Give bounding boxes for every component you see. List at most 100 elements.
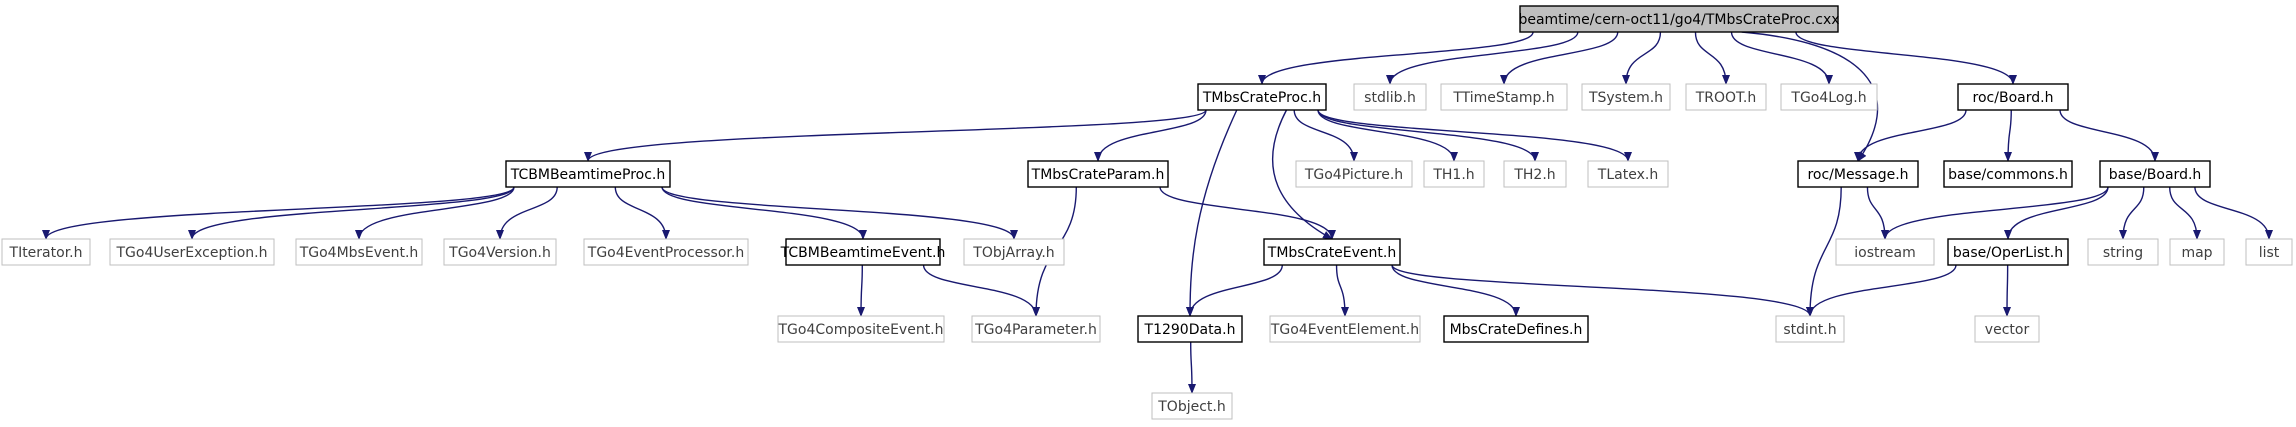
node-box-list (2245, 238, 2293, 266)
node-box-th1 (1423, 160, 1485, 188)
node-label-stdint: stdint.h (1783, 322, 1836, 338)
node-box-troot (1685, 83, 1767, 111)
node-label-tgo4mbsevent: TGo4MbsEvent.h (299, 245, 419, 261)
node-box-string (2087, 238, 2159, 266)
node-ttimestamp: TTimeStamp.h (1440, 83, 1568, 111)
node-box-tmbsevent (1263, 238, 1401, 266)
node-box-tgo4evelem (1269, 315, 1421, 343)
node-box-ttimestamp (1440, 83, 1568, 111)
node-basecommons[interactable]: base/commons.h (1943, 160, 2073, 188)
node-box-tgo4compevent (777, 315, 945, 343)
node-tmbsparam[interactable]: TMbsCrateParam.h (1027, 160, 1169, 188)
node-tgo4param: TGo4Parameter.h (971, 315, 1101, 343)
node-tmbsprocH[interactable]: TMbsCrateProc.h (1197, 83, 1327, 111)
node-t1290[interactable]: T1290Data.h (1137, 315, 1243, 343)
node-tgo4eventproc: TGo4EventProcessor.h (583, 238, 749, 266)
edge-rocboard-to-rocmessage (1854, 109, 1967, 162)
edge-tmbsevent-to-mbsdefines (1391, 264, 1520, 317)
nodes-layer: beamtime/cern-oct11/go4/TMbsCrateProc.cx… (1, 5, 2293, 420)
node-label-tcbmevent: TCBMBeamtimeEvent.h (780, 245, 946, 261)
edge-rocmessage-to-stdint (1806, 186, 1842, 317)
node-iostream: iostream (1835, 238, 1935, 266)
node-box-rocboard (1957, 83, 2069, 111)
node-tgo4picture: TGo4Picture.h (1295, 160, 1413, 188)
node-string: string (2087, 238, 2159, 266)
node-tgo4evelem: TGo4EventElement.h (1269, 315, 1421, 343)
edge-tmbsprocH-to-tlatex (1317, 109, 1632, 162)
edge-tmbsprocH-to-th1 (1317, 109, 1458, 162)
node-tgo4version: TGo4Version.h (443, 238, 557, 266)
node-mbsdefines[interactable]: MbsCrateDefines.h (1443, 315, 1589, 343)
node-label-ttimestamp: TTimeStamp.h (1452, 90, 1554, 106)
node-box-root (1519, 5, 1839, 33)
edge-tmbsevent-to-t1290 (1186, 264, 1283, 317)
node-label-tgo4userexc: TGo4UserException.h (115, 245, 267, 261)
node-label-list: list (2259, 245, 2280, 261)
node-titerator: TIterator.h (1, 238, 91, 266)
edge-tmbsprocH-to-tmbsevent (1271, 109, 1333, 240)
node-box-tobject (1151, 392, 1233, 420)
node-baseboard[interactable]: base/Board.h (2099, 160, 2211, 188)
node-box-tsystem (1581, 83, 1671, 111)
edge-baseoperlist-to-stdint (1806, 264, 1957, 317)
node-baseoperlist[interactable]: base/OperList.h (1947, 238, 2069, 266)
node-label-tgo4eventproc: TGo4EventProcessor.h (587, 245, 744, 261)
edge-rocmessage-to-iostream (1866, 186, 1889, 240)
node-root[interactable]: beamtime/cern-oct11/go4/TMbsCrateProc.cx… (1518, 5, 1840, 33)
node-box-t1290 (1137, 315, 1243, 343)
edge-tcbmproc-to-tgo4mbsevent (355, 186, 515, 240)
node-box-mbsdefines (1443, 315, 1589, 343)
node-box-tobjarray (963, 238, 1065, 266)
node-label-mbsdefines: MbsCrateDefines.h (1450, 322, 1583, 338)
node-tlatex: TLatex.h (1587, 160, 1669, 188)
edge-tcbmproc-to-tgo4userexc (188, 186, 515, 240)
node-label-tmbsprocH: TMbsCrateProc.h (1202, 90, 1321, 106)
node-box-tgo4userexc (109, 238, 275, 266)
node-label-rocmessage: roc/Message.h (1807, 167, 1908, 183)
node-box-baseboard (2099, 160, 2211, 188)
node-box-tcbmproc (505, 160, 671, 188)
edge-baseboard-to-string (2119, 186, 2145, 240)
node-label-tgo4compevent: TGo4CompositeEvent.h (777, 322, 943, 338)
edge-baseoperlist-to-vector (2003, 264, 2012, 317)
edge-t1290-to-tobject (1187, 341, 1196, 394)
node-label-tgo4log: TGo4Log.h (1790, 90, 1866, 106)
node-label-string: string (2103, 245, 2143, 261)
edge-root-to-tsystem (1622, 31, 1662, 85)
node-vector: vector (1974, 315, 2040, 343)
node-tmbsevent[interactable]: TMbsCrateEvent.h (1263, 238, 1401, 266)
node-box-tcbmevent (785, 238, 941, 266)
node-stdlib: stdlib.h (1353, 83, 1427, 111)
node-tcbmproc[interactable]: TCBMBeamtimeProc.h (505, 160, 671, 188)
edge-tcbmproc-to-titerator (42, 186, 515, 240)
edge-tmbsprocH-to-t1290 (1186, 109, 1238, 317)
edge-tmbsprocH-to-tcbmproc (584, 109, 1207, 162)
node-box-tgo4log (1780, 83, 1878, 111)
node-label-map: map (2181, 245, 2212, 261)
edges-layer (42, 31, 2273, 394)
edge-tmbsevent-to-stdint (1391, 264, 1814, 317)
node-list: list (2245, 238, 2293, 266)
edge-tmbsevent-to-tgo4evelem (1335, 264, 1349, 317)
node-label-vector: vector (1985, 322, 2030, 338)
node-stdint: stdint.h (1775, 315, 1845, 343)
node-box-map (2169, 238, 2225, 266)
edge-tcbmproc-to-tcbmevent (661, 186, 867, 240)
node-box-tgo4mbsevent (295, 238, 423, 266)
node-rocmessage[interactable]: roc/Message.h (1797, 160, 1919, 188)
node-box-iostream (1835, 238, 1935, 266)
node-label-tmbsevent: TMbsCrateEvent.h (1267, 245, 1396, 261)
node-box-tgo4picture (1295, 160, 1413, 188)
edge-root-to-tgo4log (1730, 31, 1833, 85)
node-label-t1290: T1290Data.h (1144, 322, 1236, 338)
edge-tcbmevent-to-tgo4param (922, 264, 1040, 317)
node-rocboard[interactable]: roc/Board.h (1957, 83, 2069, 111)
node-tcbmevent[interactable]: TCBMBeamtimeEvent.h (780, 238, 946, 266)
edge-root-to-stdlib (1386, 31, 1579, 85)
node-box-baseoperlist (1947, 238, 2069, 266)
node-box-tlatex (1587, 160, 1669, 188)
node-label-basecommons: base/commons.h (1948, 167, 2068, 183)
edge-tmbsparam-to-tmbsevent (1159, 186, 1336, 240)
edge-tmbsprocH-to-tmbsparam (1094, 109, 1207, 162)
